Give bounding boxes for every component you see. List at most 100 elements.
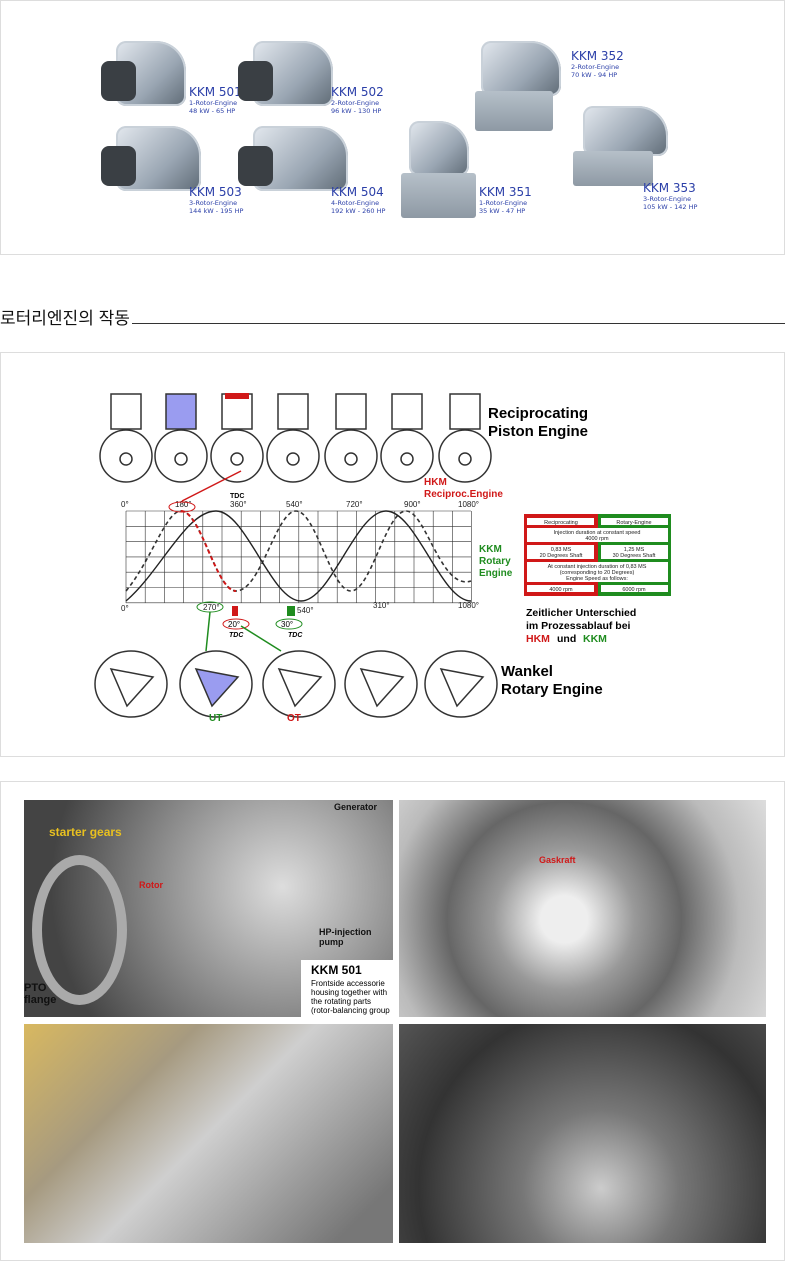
pto-label-2: flange (24, 994, 57, 1006)
cylinder (165, 393, 197, 430)
model-type: 4-Rotor-Engine (331, 199, 380, 207)
bottom-ticks: 0° 270° 540° 310° 1080° (121, 601, 479, 615)
marker-180 (168, 501, 196, 513)
photo-accessories (399, 1024, 766, 1243)
rotor-housing (262, 650, 336, 718)
photo-engine-block (24, 1024, 393, 1243)
pto-label: PTO (24, 982, 47, 994)
wankel-title: Wankel (501, 663, 553, 680)
photo-panel: starter gears Generator Rotor HP-injecti… (0, 781, 785, 1261)
model-name: KKM 502 (331, 85, 384, 99)
crank-grid (125, 510, 472, 604)
connector (205, 611, 211, 652)
operation-diagram-panel: Reciprocating Piston Engine 0° 180° 360°… (0, 352, 785, 757)
marker-30 (275, 618, 303, 630)
crankcase (324, 429, 378, 483)
crankcase (380, 429, 434, 483)
cylinder (449, 393, 481, 430)
rotor-housing (344, 650, 418, 718)
hkm-highlight (180, 510, 237, 592)
model-type: 1-Rotor-Engine (189, 99, 238, 107)
gaskraft-label: Gaskraft (539, 855, 576, 865)
kkm-injection-mark (287, 606, 295, 616)
caption-box: KKM 501 Frontside accessorie housing tog… (301, 960, 393, 1017)
photo-desc: Frontside accessorie (311, 979, 385, 988)
table-cell: 6000 rpm (622, 587, 646, 593)
ot-label: OT (287, 713, 301, 724)
tick: 180° (175, 500, 192, 509)
engine-cycle-diagram: Reciprocating Piston Engine 0° 180° 360°… (94, 393, 671, 724)
crank (119, 452, 133, 466)
crank (174, 452, 188, 466)
table-cell: 1,25 MS (624, 547, 645, 553)
spark-mark (225, 393, 249, 399)
connector (181, 470, 242, 502)
crankcase (154, 429, 208, 483)
kkm-curve (125, 510, 472, 602)
tick: 0° (121, 500, 129, 509)
tick: 540° (286, 500, 303, 509)
photo-desc: (rotor-balancing group (311, 1006, 390, 1015)
model-type: 3-Rotor-Engine (189, 199, 238, 207)
crank (230, 452, 244, 466)
model-type: 2-Rotor-Engine (571, 63, 620, 71)
top-ticks: 0° 180° 360° 540° 720° 900° 1080° (121, 500, 479, 509)
model-name: KKM 503 (189, 185, 242, 199)
model-name: KKM 504 (331, 185, 384, 199)
model-type: 2-Rotor-Engine (331, 99, 380, 107)
table-cell: 20 Degrees Shaft (540, 553, 583, 559)
kkm-label-2: Rotary (479, 556, 511, 567)
crank (458, 452, 472, 466)
heading-divider (0, 323, 785, 324)
table-cell: 0,83 MS (551, 547, 572, 553)
hkm-injection-mark (232, 606, 238, 616)
starter-label: starter gears (49, 825, 122, 839)
cylinder (335, 393, 367, 430)
table-cell: 4000 rpm (585, 536, 609, 542)
model-name: KKM 351 (479, 185, 532, 199)
generator-label: Generator (334, 802, 378, 812)
model-power: 144 kW - 195 HP (189, 207, 244, 215)
rotor (277, 667, 323, 708)
tdc-label: TDC (288, 632, 303, 639)
model-power: 70 kW - 94 HP (571, 71, 618, 79)
model-type: 3-Rotor-Engine (643, 195, 692, 203)
table-cell: 4000 rpm (549, 587, 573, 593)
caption: Zeitlicher Unterschied (526, 607, 636, 619)
tick: 1080° (458, 500, 479, 509)
table-cell: 30 Degrees Shaft (613, 553, 656, 559)
marker-20 (222, 618, 250, 630)
rotor-housing (179, 650, 253, 718)
tick: 270° (203, 603, 220, 612)
crank (344, 452, 358, 466)
photo-rotor-housing: Gaskraft (399, 800, 766, 1017)
wankel-title-2: Rotary Engine (501, 681, 603, 698)
model-type: 1-Rotor-Engine (479, 199, 528, 207)
photo-title: KKM 501 (311, 963, 362, 977)
connector (240, 625, 282, 652)
tick: 720° (346, 500, 363, 509)
crank (286, 452, 300, 466)
hkm-label-2: Reciproc.Engine (424, 489, 503, 500)
crankcase (438, 429, 492, 483)
tick: 900° (404, 500, 421, 509)
hp-label: HP-injection (319, 927, 372, 937)
model-name: KKM 352 (571, 49, 624, 63)
crank (400, 452, 414, 466)
tick: 0° (121, 604, 129, 613)
crankcase (99, 429, 153, 483)
hp-label-2: pump (319, 937, 344, 947)
section-heading: 로터리엔진의 작동 (0, 304, 132, 329)
table-cell: At constant injection duration of 0,83 M… (548, 564, 647, 570)
rotor (359, 667, 405, 708)
tick: 1080° (458, 601, 479, 610)
ut-label: UT (209, 713, 222, 724)
recip-title: Reciprocating (488, 405, 588, 422)
cylinder (391, 393, 423, 430)
